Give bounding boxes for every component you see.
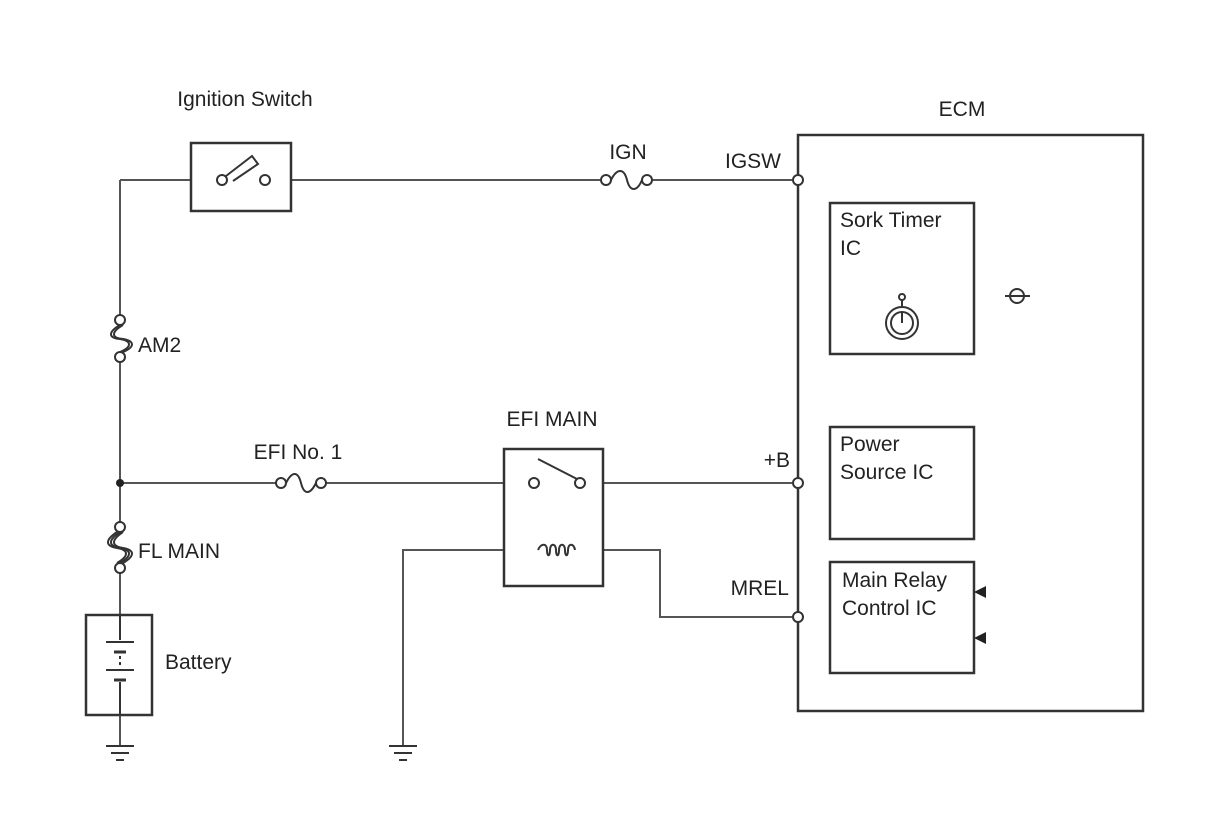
soak-timer-ic-box bbox=[828, 201, 976, 356]
efi-no1-label: EFI No. 1 bbox=[254, 441, 343, 464]
ign-fuse bbox=[600, 170, 653, 190]
junction-dot bbox=[116, 479, 124, 487]
ignition-switch bbox=[189, 141, 293, 213]
arrow-igsw-into-ic bbox=[974, 586, 986, 598]
mrel-terminal bbox=[792, 611, 804, 623]
wire-coil-mrel bbox=[575, 549, 792, 618]
power-source-ic-label-line2: Source IC bbox=[840, 461, 933, 484]
arrow-soak-into-ic bbox=[974, 632, 986, 644]
ign-label: IGN bbox=[609, 141, 646, 164]
ground-battery-icon bbox=[106, 745, 134, 761]
main-relay-control-ic-label-line2: Control IC bbox=[842, 597, 937, 620]
fl-main-label: FL MAIN bbox=[138, 540, 220, 563]
efi-main-label: EFI MAIN bbox=[506, 408, 597, 431]
soak-timer-ic-label-line1: Sork Timer bbox=[840, 209, 942, 232]
power-source-ic-box bbox=[828, 425, 976, 541]
timer-icon bbox=[885, 293, 919, 340]
main-relay-control-ic-box bbox=[828, 560, 976, 675]
ignition-switch-label: Ignition Switch bbox=[177, 88, 312, 111]
wire-coil-ground bbox=[402, 549, 538, 745]
plus-b-terminal bbox=[792, 477, 804, 489]
ecm-label: ECM bbox=[939, 98, 986, 121]
ground-coil-icon bbox=[389, 745, 417, 761]
am2-fuse bbox=[110, 314, 133, 363]
fl-main-fuse bbox=[107, 521, 133, 574]
main-relay-control-ic-label-line1: Main Relay bbox=[842, 569, 948, 592]
relay-coil bbox=[537, 543, 576, 557]
igsw-terminal bbox=[792, 174, 804, 186]
power-supply-icon bbox=[1005, 288, 1030, 304]
plus-b-label: +B bbox=[764, 449, 790, 472]
battery-label: Battery bbox=[165, 651, 232, 674]
efi-main-relay bbox=[502, 447, 605, 588]
am2-label: AM2 bbox=[138, 334, 181, 357]
mrel-label: MREL bbox=[731, 577, 789, 600]
power-source-ic-label-line1: Power bbox=[840, 433, 900, 456]
igsw-label: IGSW bbox=[725, 150, 781, 173]
soak-timer-ic-label-line2: IC bbox=[840, 237, 861, 260]
efi-no1-fuse bbox=[275, 473, 327, 493]
battery-symbol bbox=[84, 613, 154, 717]
